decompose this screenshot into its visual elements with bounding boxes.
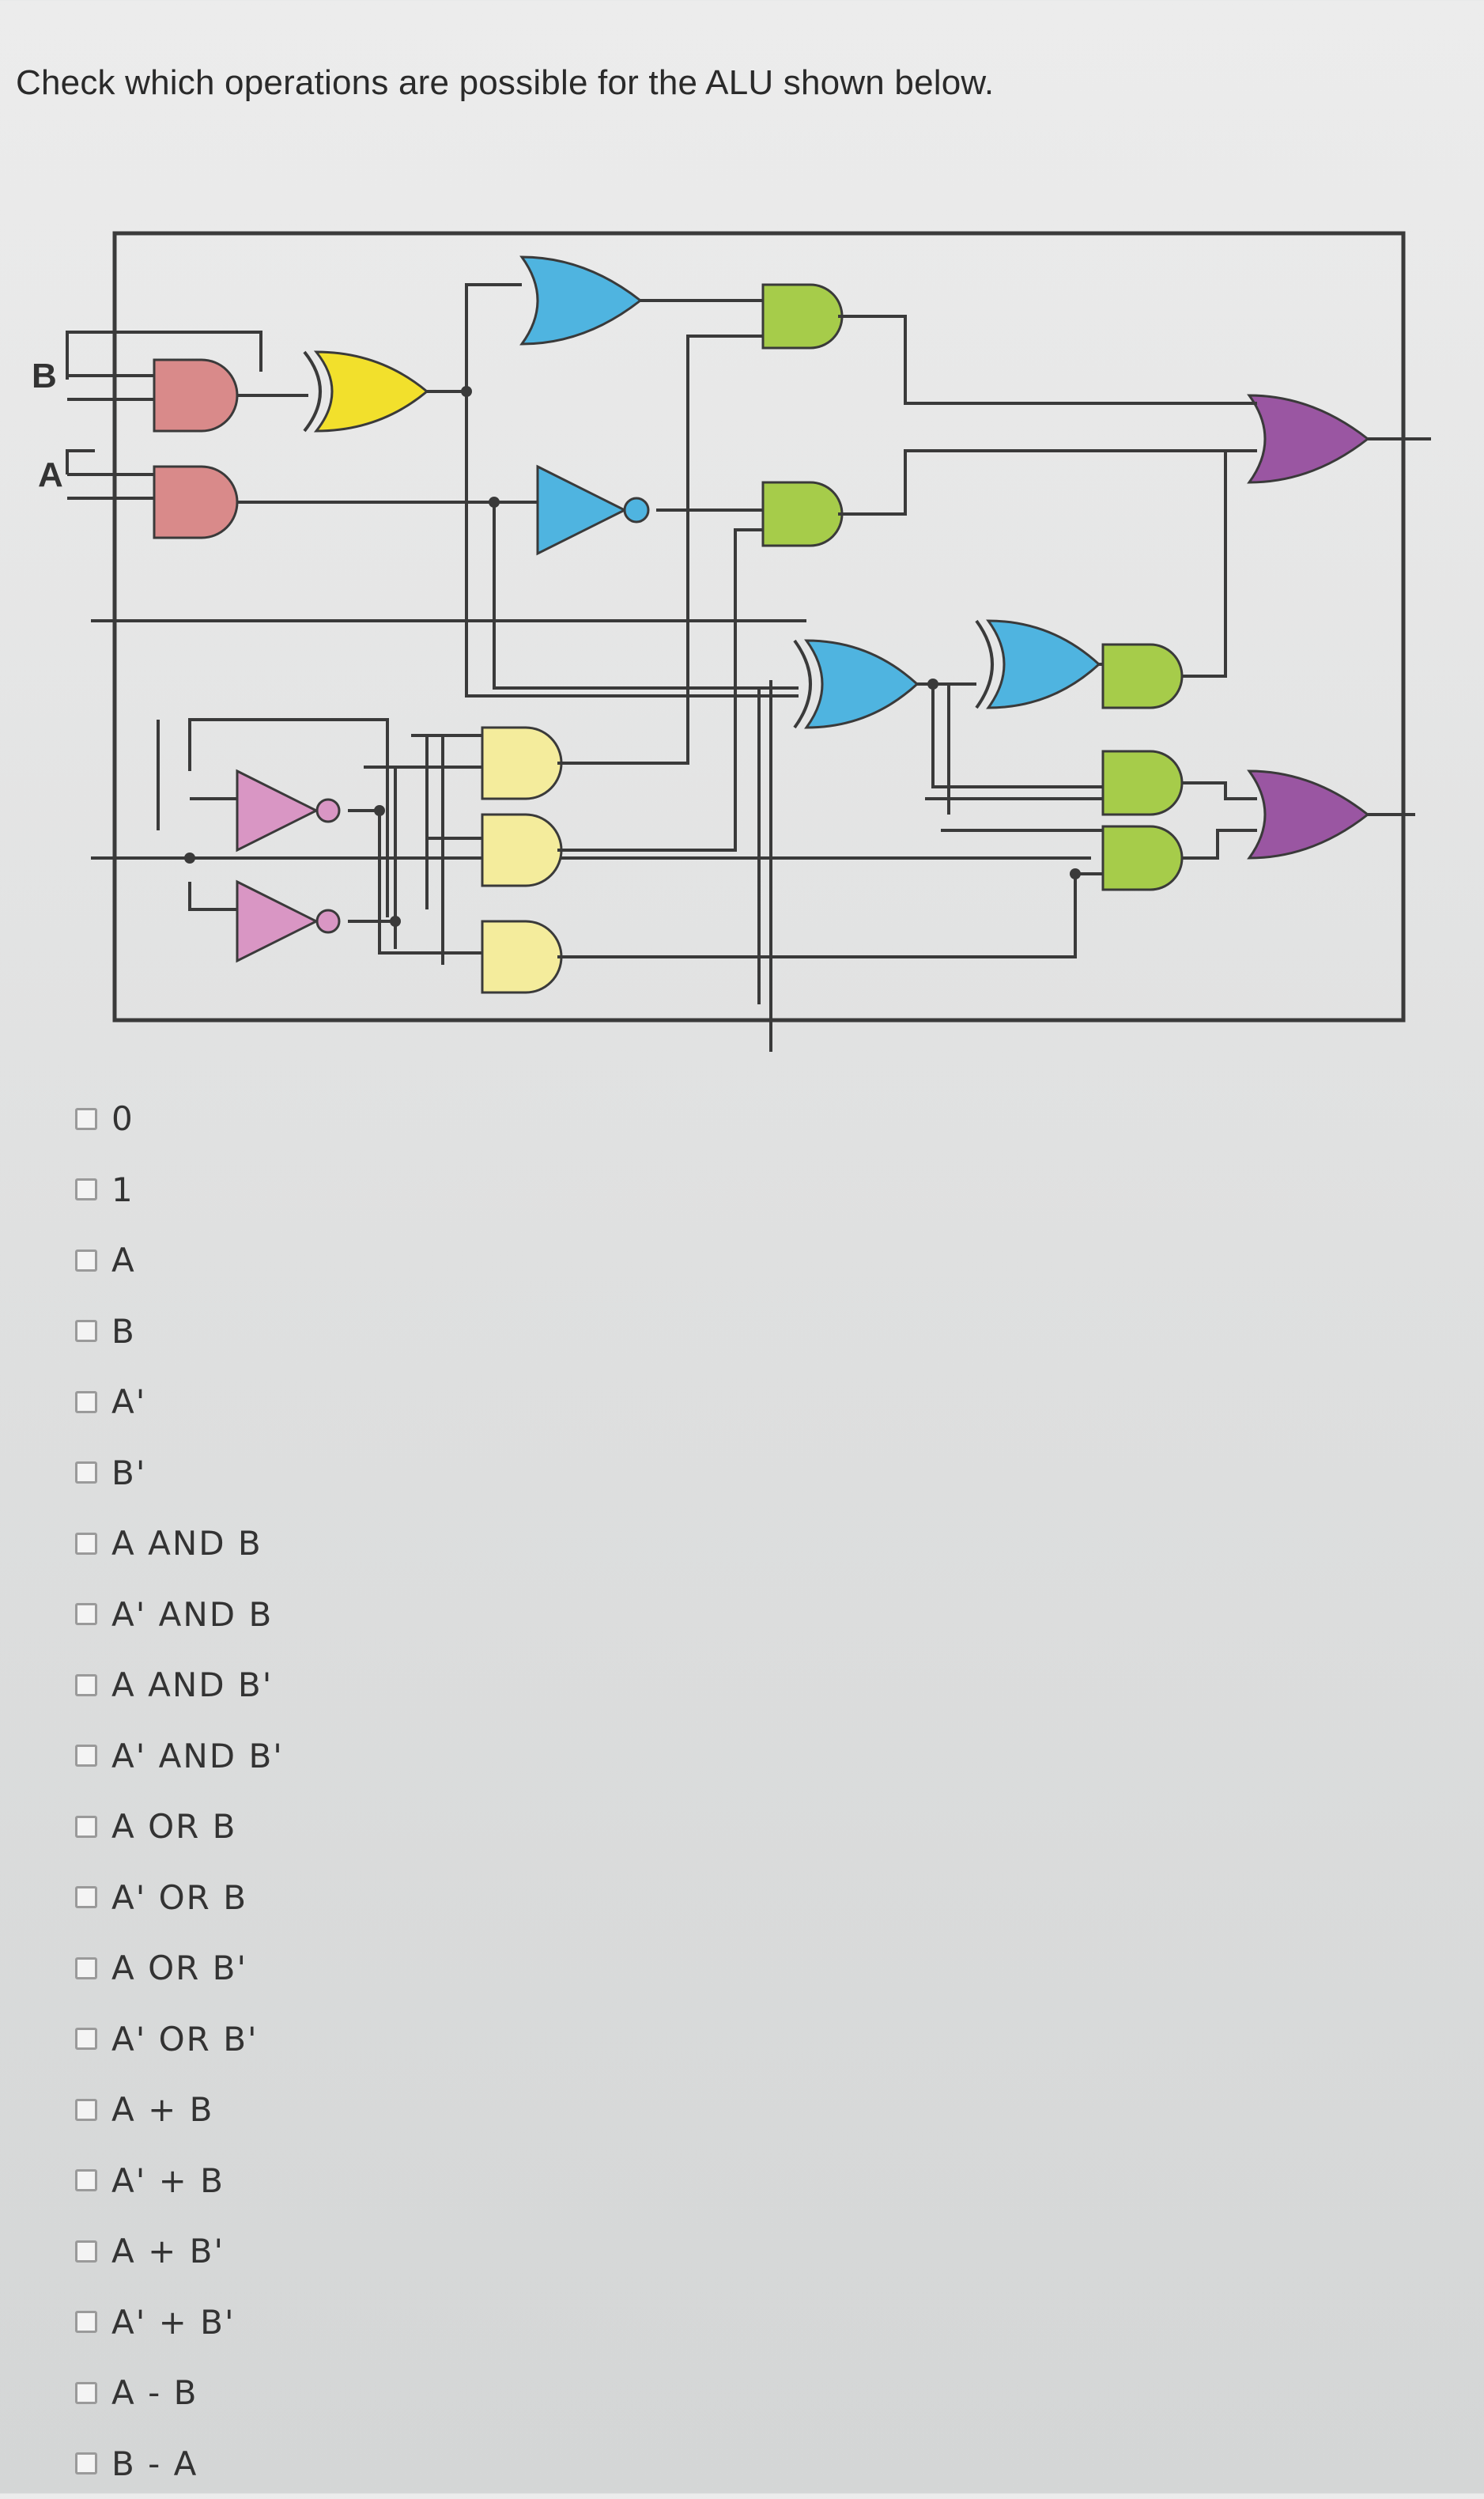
question-text: Check which operations are possible for …: [16, 63, 994, 103]
checkbox[interactable]: [75, 2311, 97, 2333]
option-a-plus-b-not[interactable]: A + B': [75, 2216, 787, 2287]
not-gate-blue-bubble: [625, 498, 648, 522]
checkbox[interactable]: [75, 2169, 97, 2191]
option-label: A OR B': [111, 1949, 247, 1987]
option-label: A: [111, 1241, 136, 1280]
and-gate-green-2: [763, 482, 842, 546]
checkbox[interactable]: [75, 2382, 97, 2404]
option-label: A + B: [111, 2090, 213, 2129]
option-label: 0: [111, 1099, 134, 1138]
checkbox[interactable]: [75, 2240, 97, 2263]
option-b-minus-a[interactable]: B - A: [75, 2429, 787, 2499]
option-a-not-plus-b[interactable]: A' + B: [75, 2146, 787, 2217]
or-gate-purple-top: [1249, 395, 1368, 482]
not-gate-pink-1: [237, 771, 316, 850]
option-label: B - A: [111, 2444, 198, 2483]
option-a-not-and-b[interactable]: A' AND B: [75, 1579, 787, 1650]
or-gate-blue-top: [522, 257, 640, 344]
option-label: B': [111, 1454, 146, 1492]
option-a-or-b-not[interactable]: A OR B': [75, 1933, 787, 2004]
checkbox[interactable]: [75, 2099, 97, 2121]
option-a-not-and-b-not[interactable]: A' AND B': [75, 1721, 787, 1792]
option-a-and-b-not[interactable]: A AND B': [75, 1650, 787, 1721]
option-a-and-b[interactable]: A AND B: [75, 1508, 787, 1579]
option-a-plus-b[interactable]: A + B: [75, 2074, 787, 2146]
checkbox[interactable]: [75, 1391, 97, 1413]
checkbox[interactable]: [75, 2452, 97, 2474]
checkbox[interactable]: [75, 1250, 97, 1272]
input-b-label: B: [32, 357, 57, 395]
or-gate-purple-bottom: [1249, 771, 1368, 858]
xor-gate-blue-2: [988, 621, 1099, 708]
and-gate-cream-2: [482, 815, 561, 886]
option-label: A AND B': [111, 1665, 273, 1704]
option-label: 1: [111, 1170, 134, 1209]
option-a-not-plus-b-not[interactable]: A' + B': [75, 2287, 787, 2358]
option-a-minus-b[interactable]: A - B: [75, 2357, 787, 2429]
checkbox[interactable]: [75, 1178, 97, 1200]
checkbox[interactable]: [75, 1745, 97, 1767]
not-gate-pink-1-bubble: [317, 800, 339, 822]
option-a-or-b[interactable]: A OR B: [75, 1791, 787, 1862]
option-1[interactable]: 1: [75, 1155, 787, 1226]
option-label: A' OR B': [111, 2020, 259, 2059]
option-0[interactable]: 0: [75, 1083, 787, 1155]
and-gate-red-1: [154, 360, 237, 431]
option-label: A - B: [111, 2373, 198, 2412]
not-gate-pink-2: [237, 882, 316, 961]
option-label: A' + B': [111, 2303, 236, 2342]
xor-gate-blue-2-curve: [976, 621, 992, 708]
checkbox[interactable]: [75, 1886, 97, 1908]
not-gate-pink-2-bubble: [317, 910, 339, 932]
and-gate-green-3: [1103, 645, 1182, 708]
option-a-not-or-b-not[interactable]: A' OR B': [75, 2004, 787, 2075]
option-a[interactable]: A: [75, 1225, 787, 1296]
option-label: A' AND B: [111, 1595, 273, 1634]
option-label: A AND B: [111, 1524, 262, 1563]
option-label: A': [111, 1382, 146, 1421]
option-label: A' AND B': [111, 1737, 284, 1775]
xor-gate-yellow-curve: [304, 352, 320, 431]
xor-gate-blue-1: [806, 641, 917, 728]
option-a-not[interactable]: A': [75, 1367, 787, 1438]
answer-options: 0 1 A B A' B' A AND B A' AND B: [75, 1083, 787, 2499]
option-label: B: [111, 1312, 136, 1351]
checkbox[interactable]: [75, 2028, 97, 2050]
option-b-not[interactable]: B': [75, 1438, 787, 1509]
checkbox[interactable]: [75, 1816, 97, 1838]
option-b[interactable]: B: [75, 1296, 787, 1367]
option-label: A + B': [111, 2232, 225, 2270]
input-a-label: A: [38, 456, 63, 494]
checkbox[interactable]: [75, 1533, 97, 1555]
option-a-not-or-b[interactable]: A' OR B: [75, 1862, 787, 1934]
and-gate-red-2: [154, 467, 237, 538]
checkbox[interactable]: [75, 1957, 97, 1979]
option-label: A' + B: [111, 2161, 225, 2200]
xor-gate-blue-1-curve: [795, 641, 810, 728]
not-gate-blue: [538, 467, 625, 554]
checkbox[interactable]: [75, 1603, 97, 1625]
and-gate-green-1: [763, 285, 842, 348]
alu-circuit-diagram: .w { stroke: #3a3a3a; stroke-width: 4; f…: [0, 214, 1484, 1060]
checkbox[interactable]: [75, 1674, 97, 1696]
checkbox[interactable]: [75, 1320, 97, 1342]
checkbox[interactable]: [75, 1108, 97, 1130]
and-gate-green-5: [1103, 826, 1182, 890]
wire-junctions: [184, 386, 1081, 927]
xor-gate-yellow: [316, 352, 427, 431]
and-gate-cream-3: [482, 921, 561, 992]
option-label: A' OR B: [111, 1878, 247, 1917]
and-gate-green-4: [1103, 751, 1182, 815]
and-gate-cream-1: [482, 728, 561, 799]
checkbox[interactable]: [75, 1461, 97, 1484]
option-label: A OR B: [111, 1807, 237, 1846]
